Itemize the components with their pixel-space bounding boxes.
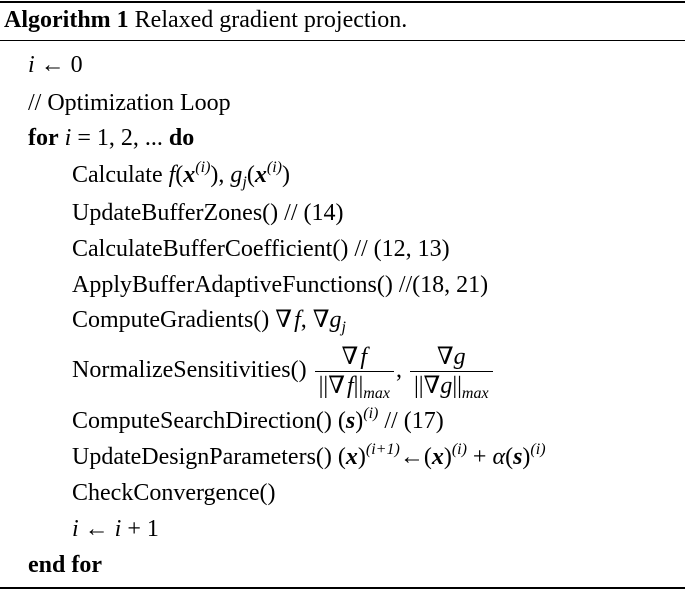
line-update-buffer-zones: UpdateBufferZones() // (14)	[72, 200, 344, 226]
line-init: i ← 0	[28, 52, 83, 78]
line-comment-optimization: // Optimization Loop	[28, 90, 231, 116]
line-check-convergence: CheckConvergence()	[72, 480, 276, 506]
fraction-grad-g: ∇g||∇g||max	[409, 343, 493, 401]
line-update-design-parameters: UpdateDesignParameters() (x)(i+1)←(x)(i)…	[72, 441, 546, 471]
keyword-for: for	[28, 125, 59, 151]
keyword-do: do	[168, 125, 195, 151]
line-compute-search-direction: ComputeSearchDirection() (s)(i) // (17)	[72, 405, 444, 435]
line-increment: i ← i + 1	[72, 516, 159, 542]
line-compute-gradients: ComputeGradients() ∇ f, ∇gj	[72, 307, 346, 336]
top-rule	[0, 1, 685, 3]
line-calculate: Calculate f(x(i)), gj(x(i))	[72, 159, 290, 191]
line-calculate-buffer-coefficient: CalculateBufferCoefficient() // (12, 13)	[72, 236, 450, 262]
line-normalize-sensitivities: NormalizeSensitivities() ∇ f||∇ f||max, …	[72, 336, 495, 404]
algorithm-label: Algorithm 1	[4, 7, 129, 33]
algorithm-title: Relaxed gradient projection.	[134, 7, 408, 33]
fraction-grad-f: ∇ f||∇ f||max	[314, 343, 394, 401]
caption-rule	[0, 40, 685, 41]
algorithm-caption: Algorithm 1 Relaxed gradient projection.	[4, 4, 407, 36]
line-for: for i = 1, 2, ... do	[28, 125, 195, 151]
bottom-rule	[0, 587, 685, 589]
line-end-for: end for	[28, 552, 102, 578]
line-apply-buffer-adaptive: ApplyBufferAdaptiveFunctions() //(18, 21…	[72, 272, 489, 298]
